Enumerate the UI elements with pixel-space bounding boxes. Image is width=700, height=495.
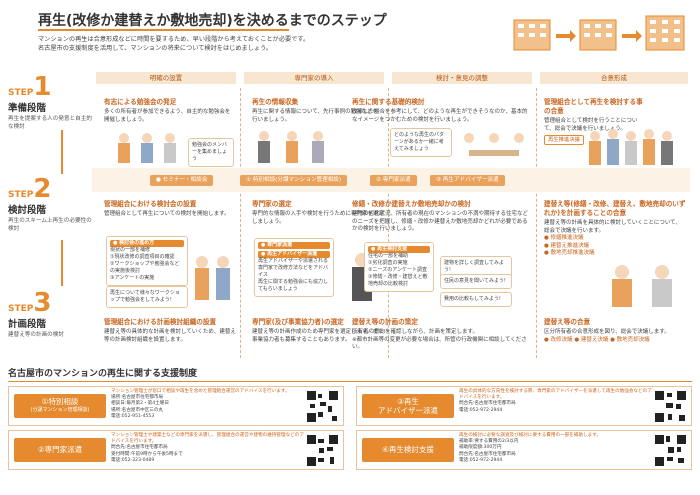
crowd-illustration — [589, 129, 673, 165]
resolution-tag: 再生推進決議 — [544, 135, 584, 146]
support-badge: ①特別相談(分譲マンション管理相談) — [14, 394, 106, 418]
support-badge: ③再生アドバイザー派遣 — [362, 394, 454, 418]
support-pill-seminar: ● セミナー・相談会 — [150, 175, 214, 186]
step1-consensus: 管理組合として再生を検討する事の合意 管理組合として検討を行うことについて、総会… — [544, 98, 643, 146]
column-header-2: 専門家の導入 — [244, 72, 384, 84]
people-illustration — [118, 133, 176, 163]
elderly-couple-illustration — [612, 265, 672, 307]
support-section: 名古屋市のマンションの再生に関する支援制度 — [8, 366, 692, 382]
speech-bubble: 住民の意見を聞いてみよう! — [440, 274, 512, 289]
qr-code-icon — [306, 390, 339, 423]
column-header-4: 合意形成 — [540, 72, 688, 84]
support-item-expert: ②専門家派遣 マンション管理士や建築士などの専門家を派遣し、管理組合の運営や建物… — [8, 430, 344, 470]
step3-expert-selection: 専門家(及び事業協力者)の選定 建替え等の計画作成のため専門家を選定します。また… — [252, 318, 384, 343]
step1-basic-study: 再生に関する基礎的検討 改修した場合を参考にして、どのような再生ができそうなのか… — [352, 98, 528, 123]
step2-committee: 管理組合における検討会の設置 管理組合として再生についての検討を開始します。 — [104, 200, 230, 217]
step3-consensus: 建替え等の合意 区分所有者の合意形成を図り、総会で決議します。 ● 改修決議 ●… — [544, 318, 670, 343]
qr-code-icon — [306, 434, 339, 467]
qr-code-icon — [654, 390, 687, 423]
intro-text: マンションの再生は合意形成などに時間を要するため、早い段階から考えておくことが必… — [38, 36, 310, 52]
qr-code-icon — [654, 434, 687, 467]
column-header-3: 検討・意見の調整 — [392, 72, 532, 84]
header: 再生(改修か建替えか敷地売却)を決めるまでのステップ マンションの再生は合意形成… — [38, 10, 498, 53]
support-item-advisor: ③再生アドバイザー派遣 再生の具体的な方向性を検討する際、専門家のアドバイザーを… — [356, 386, 692, 426]
buildings-illustration — [513, 15, 685, 51]
speech-bubble: 費用の比較もしてみよう! — [440, 292, 512, 307]
speech-bubble: どのような再生のパターンがあるか一緒に考えてみましょう — [390, 128, 452, 157]
people-illustration — [258, 131, 324, 163]
step-1-label: STEP1 準備段階 再生を提案する人の発意と自主的な検討 — [8, 72, 92, 130]
step1-info-gathering: 再生の情報収集 再生に関する情報について、先行事例の勉強などを行いましょう。 — [252, 98, 379, 123]
couple-illustration — [195, 256, 230, 300]
committee-box: ● 検討会の進め方 現状の一部を補修 ①現状改修の調査項目の確認 ②ワークショッ… — [106, 236, 188, 286]
step3-plan-drafting: 建替え等の計画の策定 所有者の意向を確認しながら、計画を策定します。 ※都市計画… — [352, 318, 527, 351]
support-badge: ②専門家派遣 — [14, 438, 106, 462]
support-item-study-support: ④再生検討支援 再生の検討に必要な調査及び検討に要する費用の一部を補助します。 … — [356, 430, 692, 470]
speech-bubble: 再生について様々なワークショップで勉強会をしてみよう! — [106, 286, 188, 308]
support-item-special-consult: ①特別相談(分譲マンション管理相談) マンション管理士が窓口で相談や再生を含めた… — [8, 386, 344, 426]
step2-expert-selection: 専門家の選定 専門的な情報の入手や検討を行うために専門家を選定しましょう。 — [252, 200, 385, 225]
expert-box: ● 専門家派遣 ● 再生アドバイザー派遣 再生アドバイザーや派遣される専門家で改… — [254, 238, 334, 297]
step2-consensus: 建替え等(修繕・改修、建替え、敷地売却のいずれか)を計画することの合意 建替え等… — [544, 200, 686, 257]
column-header-1: 明確の設置 — [96, 72, 236, 84]
step-2-label: STEP2 検討段階 再生のスキーム上再生の必要性の検討 — [8, 174, 92, 232]
speech-bubble: 勉強会のメンバーを集めましょう — [188, 138, 234, 167]
people-illustration — [464, 133, 524, 156]
support-badge: ④再生検討支援 — [362, 438, 454, 462]
step3-planning-org: 管理組合における計画検討組織の設置 建替え等の具体的な計画を検討していくため、建… — [104, 318, 236, 343]
consideration-box: ● 再生検討支援 住宅の一部を補助 ①劣化調査の実施 ②ニーズのアンケート調査 … — [364, 242, 434, 292]
step1-study-group: 有志による勉強会の発足 多くの所有者が参加できるよう、自主的な勉強会を開催しまし… — [104, 98, 231, 123]
support-title: 名古屋市のマンションの再生に関する支援制度 — [8, 366, 692, 382]
support-pill-expert: ② 専門家派遣 — [370, 175, 417, 186]
step2-repair-or-rebuild: 修繕・改修か建替えか敷地売却かの検討 建物の劣化状況、所有者の現在のマンションの… — [352, 200, 529, 233]
support-pill-special-consult: ① 特別相談(分譲マンション管理相談) — [240, 175, 348, 186]
support-pill-advisor: ③ 再生アドバイザー派遣 — [430, 175, 505, 186]
page-title: 再生(改修か建替えか敷地売却)を決めるまでのステップ — [38, 13, 387, 31]
step-3-label: STEP3 計画段階 建替え等の計画の検討 — [8, 288, 64, 338]
